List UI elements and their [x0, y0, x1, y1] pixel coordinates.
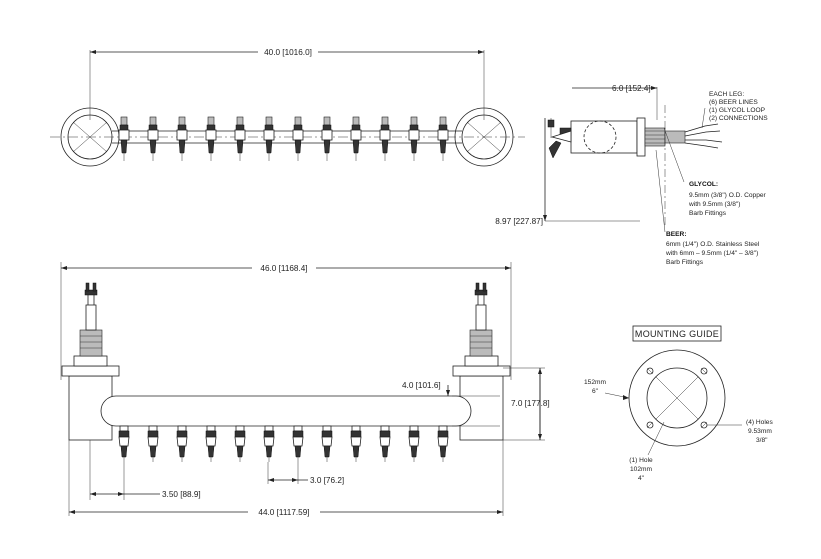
- svg-text:9.53mm: 9.53mm: [748, 428, 772, 435]
- svg-text:Barb Fittings: Barb Fittings: [689, 210, 727, 217]
- svg-text:with 9.5mm (3/8"): with 9.5mm (3/8"): [688, 201, 740, 208]
- first-tap-label: 3.50 [88.9]: [162, 490, 201, 499]
- svg-text:with 6mm – 9.5mm (1/4" – 3/8"): with 6mm – 9.5mm (1/4" – 3/8"): [665, 250, 758, 257]
- faucet-row-top: [118, 116, 449, 161]
- mounting-guide-title-box: [632, 325, 722, 342]
- svg-text:EACH LEG:: EACH LEG:: [709, 91, 744, 98]
- faucet-front: [176, 425, 188, 462]
- svg-text:(1) Hole: (1) Hole: [629, 457, 653, 464]
- faucet-top: [176, 116, 188, 161]
- faucet-front: [118, 425, 130, 462]
- faucet-top: [292, 116, 304, 161]
- horizontal-tube: [100, 395, 472, 427]
- svg-text:9.5mm (3/8") O.D. Copper: 9.5mm (3/8") O.D. Copper: [689, 192, 767, 199]
- faucet-top: [147, 116, 159, 161]
- top-view: 40.0 [1016.0]: [50, 46, 525, 167]
- front-height-label: 7.0 [177.8]: [511, 399, 550, 408]
- svg-text:(2) CONNECTIONS: (2) CONNECTIONS: [709, 115, 768, 122]
- svg-text:6": 6": [592, 388, 599, 395]
- svg-text:(4) Holes: (4) Holes: [746, 419, 773, 426]
- svg-text:(6) BEER LINES: (6) BEER LINES: [709, 99, 758, 106]
- faucet-front: [292, 425, 304, 462]
- faucet-top: [408, 116, 420, 161]
- faucet-front: [263, 425, 275, 462]
- leg-note: EACH LEG: (6) BEER LINES (1) GLYCOL LOOP…: [709, 91, 768, 122]
- faucet-front: [234, 425, 246, 462]
- svg-text:BEER:: BEER:: [666, 231, 687, 238]
- top-width-label: 40.0 [1016.0]: [264, 48, 312, 57]
- faucet-top: [321, 116, 333, 161]
- tap-spacing-label: 3.0 [76.2]: [310, 476, 344, 485]
- svg-text:GLYCOL:: GLYCOL:: [689, 181, 718, 188]
- svg-text:102mm: 102mm: [630, 466, 652, 473]
- svg-text:3/8": 3/8": [756, 437, 768, 444]
- faucet-front: [437, 425, 449, 462]
- front-view: 46.0 [1168.4]: [60, 262, 550, 518]
- faucet-front: [408, 425, 420, 462]
- faucet-top: [437, 116, 449, 161]
- faucet-top: [350, 116, 362, 161]
- faucet-front: [350, 425, 362, 462]
- faucet-front: [205, 425, 217, 462]
- top-width-dimension: 40.0 [1016.0]: [89, 46, 485, 120]
- faucet-top: [379, 116, 391, 161]
- svg-text:(1) GLYCOL LOOP: (1) GLYCOL LOOP: [709, 107, 766, 114]
- side-depth-label: 6.0 [152.4]: [612, 84, 651, 93]
- faucet-row-front: [118, 425, 449, 462]
- faucet-top: [118, 116, 130, 161]
- tube-diameter-label: 4.0 [101.6]: [402, 381, 441, 390]
- base-width-label: 44.0 [1117.59]: [258, 508, 309, 517]
- faucet-top: [263, 116, 275, 161]
- faucet-front: [321, 425, 333, 462]
- mounting-guide-title: MOUNTING GUIDE: [635, 329, 719, 339]
- faucet-top: [205, 116, 217, 161]
- faucet-top: [234, 116, 246, 161]
- front-overall-label: 46.0 [1168.4]: [260, 264, 307, 273]
- svg-text:4": 4": [638, 475, 645, 482]
- side-view: 6.0 [152.4] 8.97 [227.87]: [495, 84, 768, 266]
- faucet-front: [379, 425, 391, 462]
- mounting-guide: MOUNTING GUIDE 152mm 6" (4) Holes 9.53mm…: [584, 325, 773, 482]
- beer-note: BEER: 6mm (1/4") O.D. Stainless Steel wi…: [665, 231, 760, 266]
- side-height-label: 8.97 [227.87]: [495, 217, 543, 226]
- faucet-front: [147, 425, 159, 462]
- svg-text:6mm (1/4") O.D. Stainless Stee: 6mm (1/4") O.D. Stainless Steel: [666, 241, 760, 248]
- side-body: [570, 120, 638, 154]
- svg-text:152mm: 152mm: [584, 379, 606, 386]
- glycol-note: GLYCOL: 9.5mm (3/8") O.D. Copper with 9.…: [688, 181, 767, 217]
- svg-text:Barb Fittings: Barb Fittings: [666, 259, 704, 266]
